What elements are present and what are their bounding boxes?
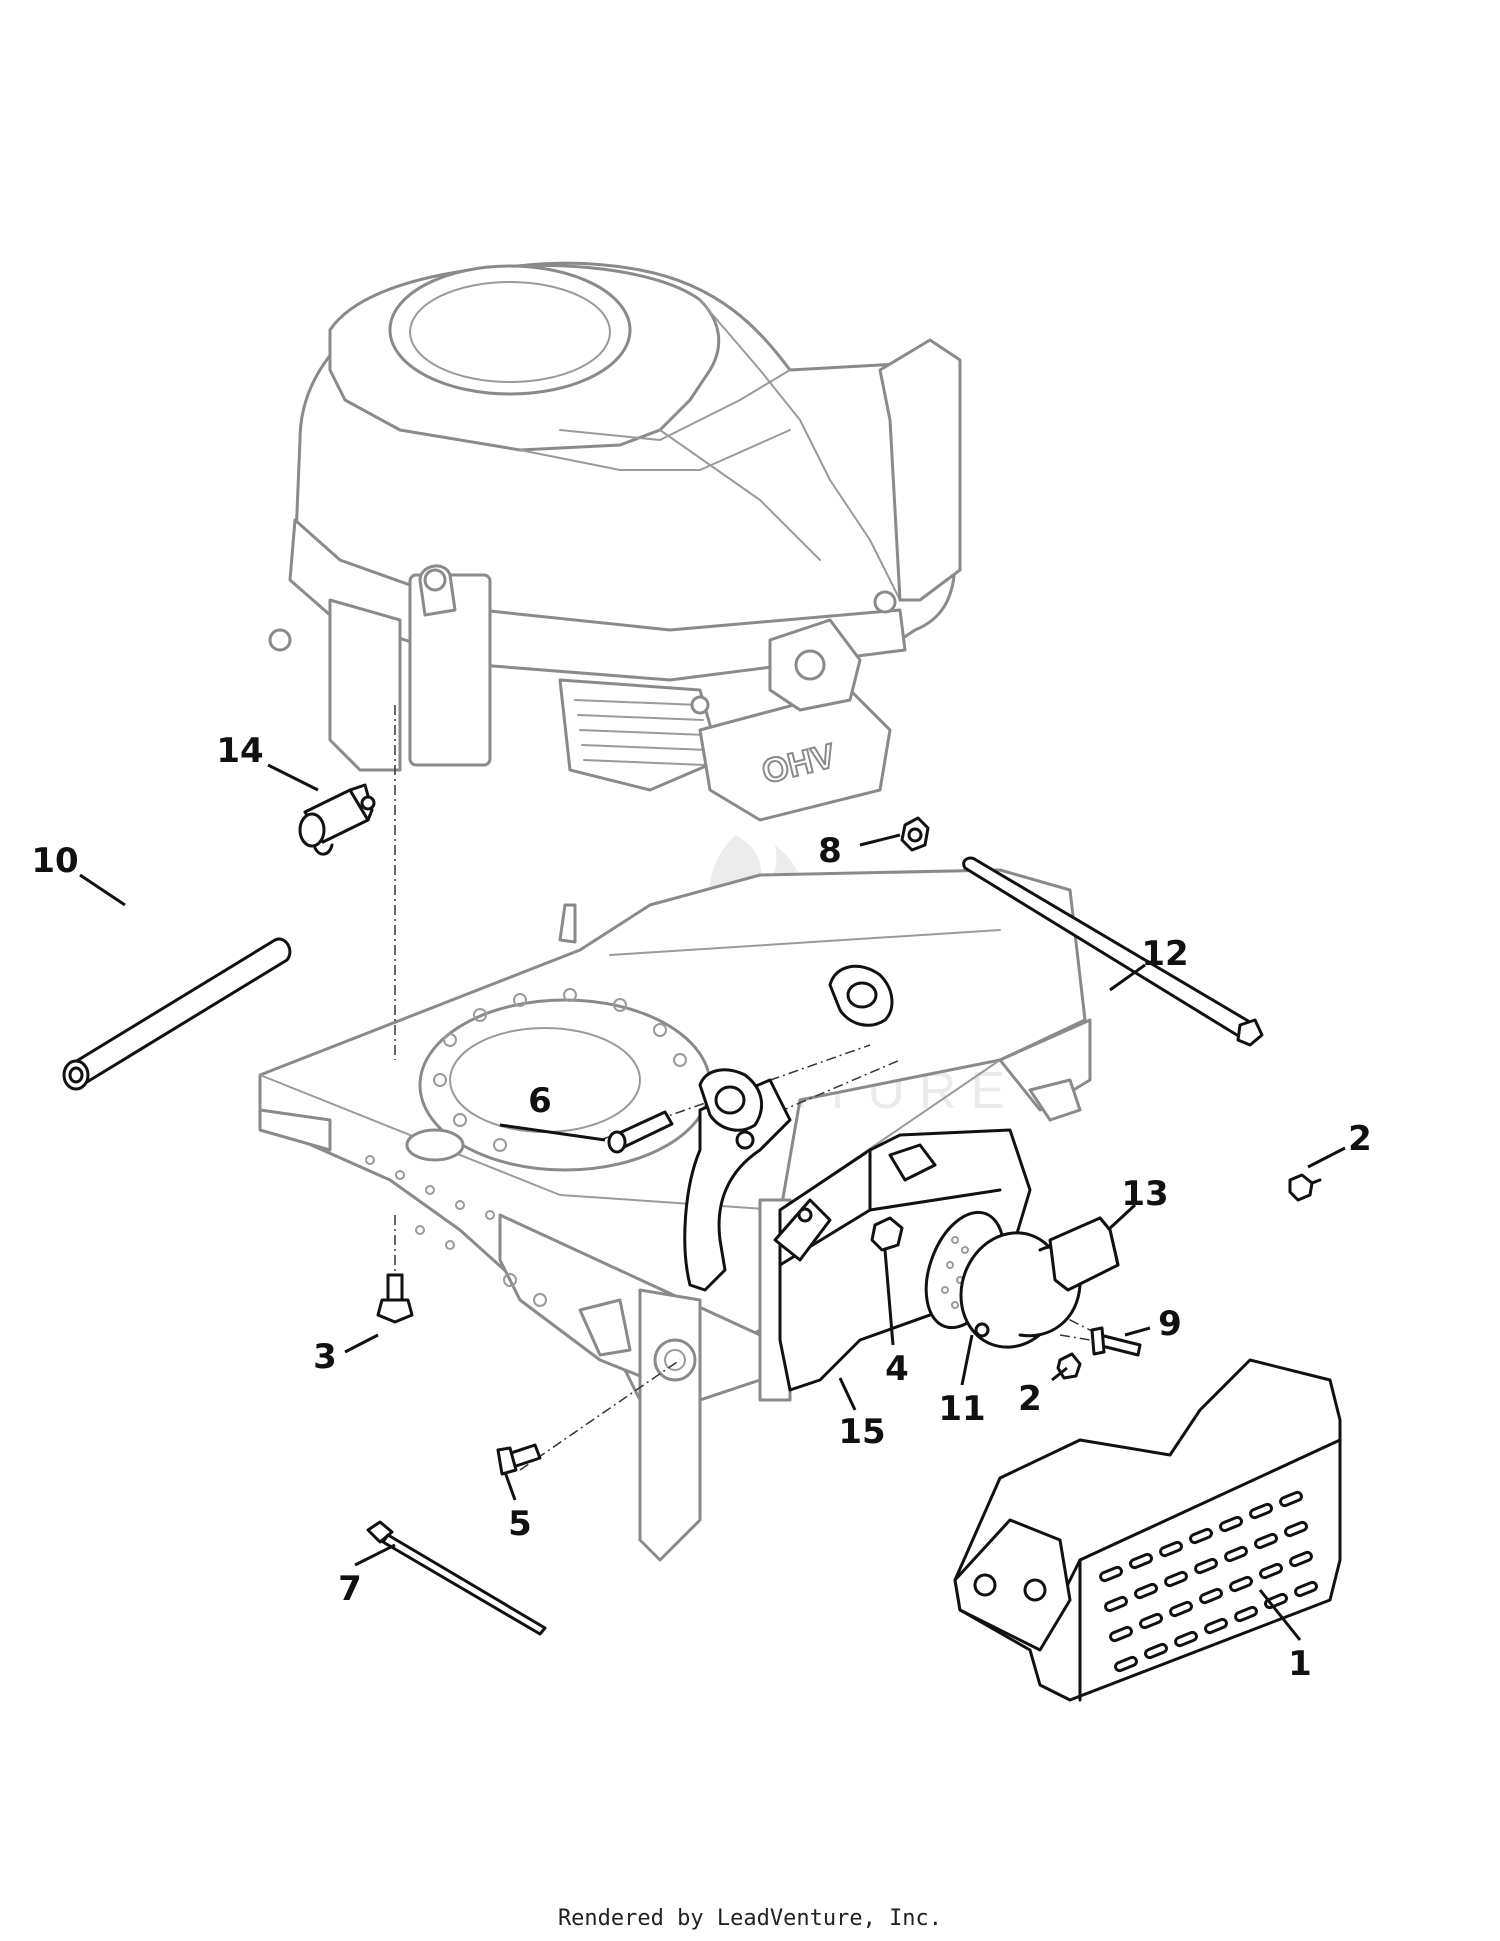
part-1-heat-shield[interactable] bbox=[953, 1358, 1342, 1702]
part-14-fitting[interactable] bbox=[298, 783, 376, 856]
callout-6[interactable]: 6 bbox=[528, 1081, 552, 1121]
callout-15[interactable]: 15 bbox=[838, 1412, 885, 1452]
part-3-bolt[interactable] bbox=[376, 1273, 414, 1324]
footer-credit: Rendered by LeadVenture, Inc. bbox=[557, 1906, 943, 1931]
part-5-bolt[interactable] bbox=[496, 1443, 542, 1476]
part-4-nut[interactable] bbox=[870, 1216, 904, 1252]
part-12-rod[interactable] bbox=[962, 856, 1264, 1047]
callout-labels: 1 2 2 3 4 5 6 7 8 9 10 11 12 13 14 15 bbox=[31, 731, 1372, 1684]
engine-assembly: OHV bbox=[268, 261, 962, 822]
part-exhaust-pipe[interactable] bbox=[683, 1068, 792, 1292]
part-6-bolt[interactable] bbox=[607, 1110, 674, 1154]
callout-12[interactable]: 12 bbox=[1141, 934, 1188, 974]
part-exhaust-gasket-upper[interactable] bbox=[828, 964, 894, 1027]
callout-2-lower[interactable]: 2 bbox=[1018, 1379, 1042, 1419]
callout-7[interactable]: 7 bbox=[338, 1569, 362, 1609]
callout-5[interactable]: 5 bbox=[508, 1504, 532, 1544]
heat-shield-slots bbox=[1099, 1490, 1318, 1673]
callout-1[interactable]: 1 bbox=[1288, 1644, 1312, 1684]
callout-10[interactable]: 10 bbox=[31, 841, 78, 881]
callout-2-upper[interactable]: 2 bbox=[1348, 1119, 1372, 1159]
leader-lines bbox=[79, 763, 1346, 1641]
part-7-cable-tie[interactable] bbox=[366, 1520, 547, 1636]
callout-14[interactable]: 14 bbox=[216, 731, 263, 771]
callout-3[interactable]: 3 bbox=[313, 1337, 337, 1377]
callout-4[interactable]: 4 bbox=[885, 1349, 909, 1389]
part-2-screw-upper[interactable] bbox=[1288, 1173, 1322, 1202]
callout-11[interactable]: 11 bbox=[938, 1389, 985, 1429]
part-13-box[interactable] bbox=[1048, 1216, 1120, 1292]
part-9-bolt[interactable] bbox=[1090, 1326, 1142, 1357]
callout-13[interactable]: 13 bbox=[1121, 1174, 1168, 1214]
callout-9[interactable]: 9 bbox=[1158, 1304, 1182, 1344]
callout-8[interactable]: 8 bbox=[818, 831, 842, 871]
part-10-tube[interactable] bbox=[62, 937, 292, 1091]
part-8-clip[interactable] bbox=[900, 816, 930, 852]
